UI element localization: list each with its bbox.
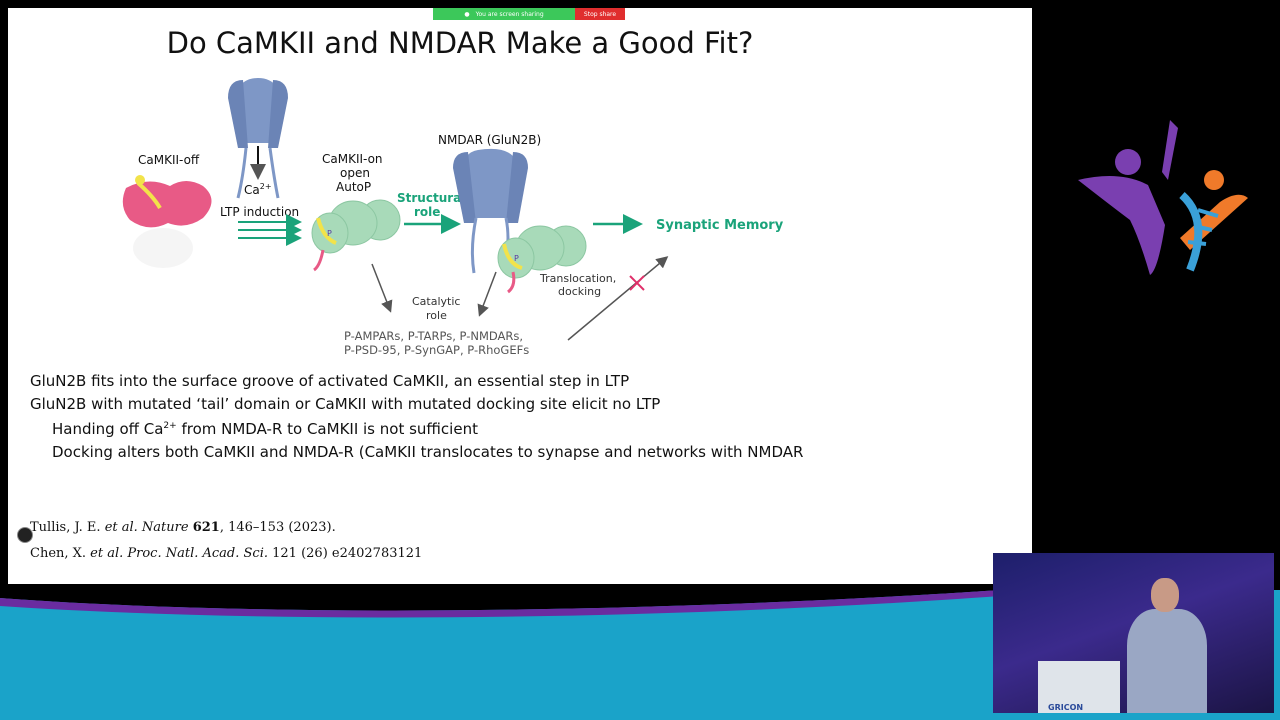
label-structural-2: role bbox=[414, 205, 440, 219]
slide-title: Do CaMKII and NMDAR Make a Good Fit? bbox=[166, 26, 754, 60]
share-indicator-icon: ● bbox=[464, 10, 470, 18]
phospho-label-2: P bbox=[514, 254, 519, 263]
conference-logo-icon bbox=[1078, 120, 1248, 275]
speaker-video: GRICON bbox=[993, 553, 1274, 713]
label-nmdar: NMDAR (GluN2B) bbox=[438, 133, 541, 147]
reference-2: Chen, X. et al. Proc. Natl. Acad. Sci. 1… bbox=[30, 546, 423, 561]
label-ca: Ca2+ bbox=[244, 182, 272, 197]
label-ltp-induction: LTP induction bbox=[220, 205, 299, 219]
label-catalytic-2: role bbox=[426, 309, 447, 322]
label-camkii-off: CaMKII-off bbox=[138, 153, 200, 167]
sub-bullet-2: Docking alters both CaMKII and NMDA-R (C… bbox=[52, 442, 804, 461]
podium-label: GRICON bbox=[1048, 703, 1084, 712]
stop-share-button[interactable]: Stop share bbox=[575, 8, 625, 20]
label-targets-2: P-PSD-95, P-SynGAP, P-RhoGEFs bbox=[344, 343, 529, 357]
bullet-2: GluN2B with mutated ‘tail’ domain or CaM… bbox=[30, 394, 661, 413]
bullet-list: GluN2B fits into the surface groove of a… bbox=[30, 370, 803, 463]
label-camkii-on-2: open bbox=[340, 166, 370, 180]
label-structural-1: Structural bbox=[397, 191, 465, 205]
label-translocation-2: docking bbox=[558, 285, 601, 298]
reference-1: Tullis, J. E. et al. Nature 621, 146–153… bbox=[30, 520, 336, 535]
label-synaptic-memory: Synaptic Memory bbox=[656, 218, 784, 233]
annotate-pen-icon[interactable] bbox=[17, 527, 33, 543]
phospho-label-1: P bbox=[327, 229, 332, 238]
bullet-1: GluN2B fits into the surface groove of a… bbox=[30, 372, 630, 390]
references: Tullis, J. E. et al. Nature 621, 146–153… bbox=[30, 515, 422, 567]
sub-bullet-1: Handing off Ca2+ from NMDA-R to CaMKII i… bbox=[52, 420, 478, 439]
swoosh-wave bbox=[0, 590, 1000, 618]
presentation-slide: Do CaMKII and NMDAR Make a Good Fit? bbox=[8, 8, 1032, 584]
blocked-x-icon bbox=[629, 275, 645, 291]
label-targets-1: P-AMPARs, P-TARPs, P-NMDARs, bbox=[344, 329, 523, 343]
speaker-body bbox=[1127, 609, 1207, 713]
speaker-head bbox=[1151, 578, 1179, 612]
camkii-on-molecule: P bbox=[311, 199, 401, 272]
label-translocation-1: Translocation, bbox=[539, 272, 616, 285]
share-status-text: You are screen sharing bbox=[475, 10, 544, 18]
screen-share-bar: ● You are screen sharing Stop share bbox=[433, 8, 625, 20]
camkii-off-molecule bbox=[122, 175, 212, 268]
label-catalytic-1: Catalytic bbox=[412, 295, 460, 308]
camkii-nmdar-diagram: CaMKII-off Ca2+ LTP induction P CaMKII-o… bbox=[122, 78, 784, 357]
podium bbox=[1038, 661, 1120, 713]
label-camkii-on-3: AutoP bbox=[336, 180, 371, 194]
receptor-left bbox=[228, 78, 288, 199]
ltp-arrows bbox=[238, 214, 302, 246]
share-status: ● You are screen sharing bbox=[433, 8, 575, 20]
label-camkii-on-1: CaMKII-on bbox=[322, 152, 383, 166]
nmdar-bound-camkii: P bbox=[497, 225, 587, 294]
